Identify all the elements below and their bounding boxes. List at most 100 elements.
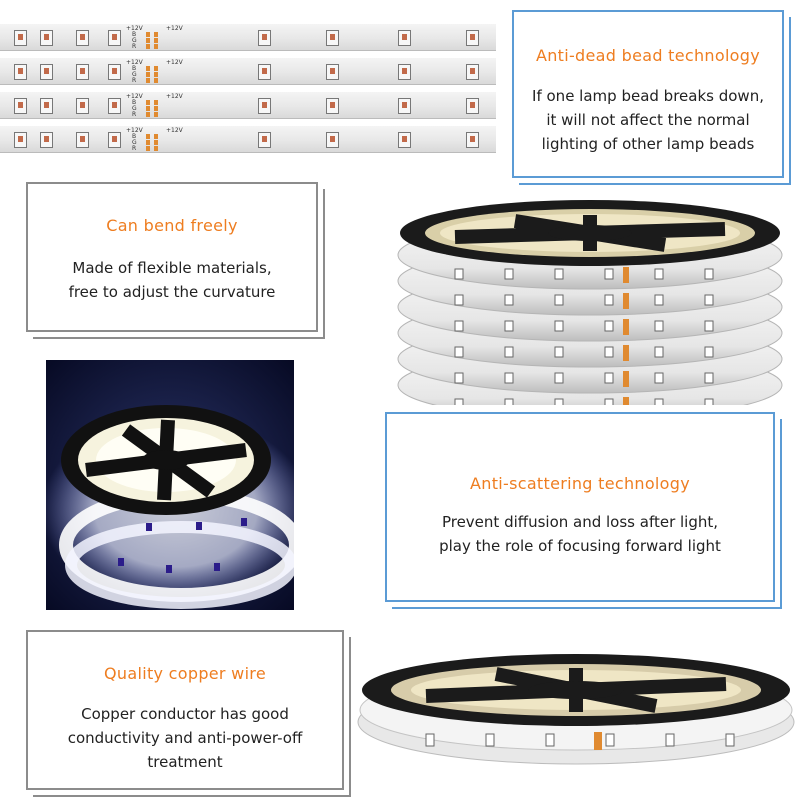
solder-pad — [154, 38, 158, 43]
led-chip — [258, 98, 271, 114]
led-chip — [326, 64, 339, 80]
feature-description: Prevent diffusion and loss after light, … — [439, 513, 721, 555]
feature-title: Anti-dead bead technology — [535, 46, 760, 65]
strip-label: G — [132, 37, 137, 44]
feature-box-copper: Quality copper wire Copper conductor has… — [26, 630, 344, 790]
led-chip — [466, 30, 479, 46]
led-chip — [14, 132, 27, 148]
led-chip — [554, 372, 564, 384]
led-chip — [554, 398, 564, 410]
led-chip — [504, 294, 514, 306]
led-chip — [258, 132, 271, 148]
led-chip — [108, 132, 121, 148]
strip-label: B — [132, 99, 137, 106]
led-chip — [326, 132, 339, 148]
led-chip — [326, 98, 339, 114]
led-chip — [604, 294, 614, 306]
solder-pad — [154, 106, 158, 111]
solder-pad — [146, 44, 150, 49]
strip-label: +12V — [166, 59, 183, 66]
led-chip — [258, 64, 271, 80]
led-chip — [554, 294, 564, 306]
led-chip — [398, 30, 411, 46]
led-chip — [398, 64, 411, 80]
solder-pad — [594, 732, 602, 750]
led-chip — [108, 64, 121, 80]
solder-pad — [623, 267, 629, 283]
led-chip — [454, 268, 464, 280]
led-chip — [40, 64, 53, 80]
led-chip — [604, 346, 614, 358]
led-chip — [604, 398, 614, 410]
led-chip — [545, 733, 555, 747]
solder-pad — [146, 78, 150, 83]
strip-label: G — [132, 139, 137, 146]
led-chip — [604, 320, 614, 332]
strip-label: R — [132, 145, 137, 152]
led-chip — [704, 268, 714, 280]
led-chip — [466, 132, 479, 148]
led-chip — [504, 372, 514, 384]
led-chip — [258, 30, 271, 46]
solder-pad — [623, 397, 629, 413]
solder-pad — [146, 66, 150, 71]
led-chip — [504, 346, 514, 358]
led-chip — [40, 132, 53, 148]
led-chip — [654, 268, 664, 280]
solder-pad — [623, 293, 629, 309]
led-chip — [504, 268, 514, 280]
solder-pad — [146, 100, 150, 105]
led-chip — [14, 64, 27, 80]
led-chip — [704, 398, 714, 410]
led-chip — [14, 98, 27, 114]
led-chip — [665, 733, 675, 747]
strip-label: B — [132, 65, 137, 72]
led-chip — [654, 372, 664, 384]
led-reel-single-photo — [356, 650, 796, 775]
led-chip — [76, 98, 89, 114]
strip-label: +12V — [126, 93, 143, 100]
solder-pad — [154, 32, 158, 37]
led-chip — [725, 733, 735, 747]
led-reel-lit-photo — [41, 360, 311, 610]
strip-label: +12V — [166, 93, 183, 100]
strip-label: +12V — [126, 25, 143, 32]
led-strip-row — [0, 126, 496, 153]
led-chip — [466, 98, 479, 114]
led-chip — [504, 320, 514, 332]
solder-pad — [146, 72, 150, 77]
led-chip — [425, 733, 435, 747]
led-chip — [454, 294, 464, 306]
solder-pad — [623, 345, 629, 361]
strip-label: R — [132, 111, 137, 118]
solder-pad — [146, 32, 150, 37]
led-chip — [504, 398, 514, 410]
led-chip — [454, 346, 464, 358]
solder-pad — [154, 140, 158, 145]
led-chip — [485, 733, 495, 747]
led-chip — [398, 98, 411, 114]
strip-label: +12V — [126, 59, 143, 66]
feature-title: Anti-scattering technology — [470, 474, 690, 493]
led-chip — [605, 733, 615, 747]
solder-pad — [154, 78, 158, 83]
strip-label: G — [132, 105, 137, 112]
led-chip — [454, 372, 464, 384]
solder-pad — [146, 106, 150, 111]
led-chip — [704, 372, 714, 384]
led-chip — [654, 346, 664, 358]
led-chip — [466, 64, 479, 80]
led-chip — [704, 320, 714, 332]
led-chip — [40, 98, 53, 114]
led-chip — [40, 30, 53, 46]
led-chip — [76, 30, 89, 46]
strip-label: B — [132, 31, 137, 38]
strip-label: +12V — [166, 25, 183, 32]
solder-pad — [146, 140, 150, 145]
solder-pad — [154, 134, 158, 139]
solder-pad — [146, 134, 150, 139]
solder-pad — [154, 44, 158, 49]
led-chip — [108, 98, 121, 114]
solder-pad — [146, 38, 150, 43]
strip-label: G — [132, 71, 137, 78]
